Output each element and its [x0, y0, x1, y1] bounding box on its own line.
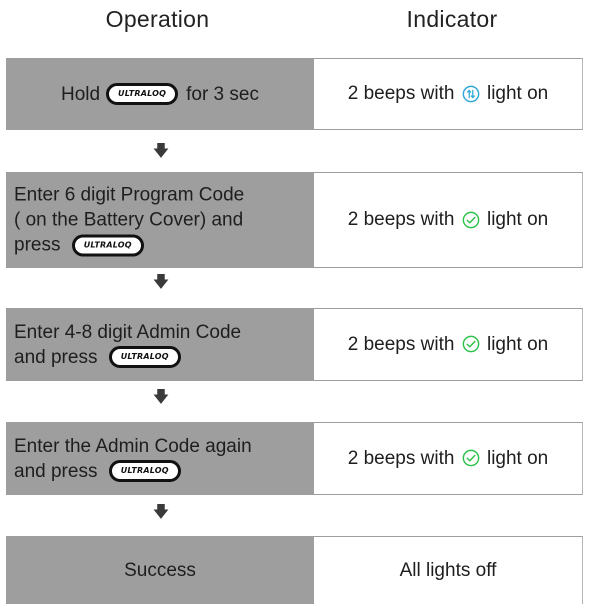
operation-line-2: ( on the Battery Cover) and [14, 209, 244, 231]
operation-cell: Enter 6 digit Program Code ( on the Batt… [6, 172, 314, 268]
indicator-text-suffix: light on [486, 447, 549, 469]
operation-text: Success [124, 559, 196, 581]
operation-text: Hold [61, 83, 101, 105]
indicator-cell: 2 beeps with light on [314, 308, 583, 381]
ultraloq-button-icon: ULTRALOQ [108, 346, 181, 369]
indicator-text-suffix: light on [486, 333, 549, 355]
operation-line-1: Enter 4-8 digit Admin Code [14, 321, 242, 343]
step-row-admin-code: Enter 4-8 digit Admin Code and press ULT… [6, 308, 583, 381]
step-row-program-code: Enter 6 digit Program Code ( on the Batt… [6, 172, 583, 268]
down-arrow-icon: 🡇 [152, 504, 170, 521]
operation-text-suffix: for 3 sec [186, 83, 259, 105]
ultraloq-button-icon: ULTRALOQ [106, 83, 179, 105]
operation-cell: Enter the Admin Code again and press ULT… [6, 422, 314, 495]
green-check-icon [462, 211, 480, 229]
table-header: Operation Indicator [0, 0, 589, 50]
step-row-success: Success All lights off [6, 536, 583, 604]
green-check-icon [462, 450, 480, 467]
ultraloq-button-icon: ULTRALOQ [71, 234, 144, 257]
down-arrow-icon: 🡇 [152, 274, 170, 291]
indicator-text: 2 beeps with [347, 333, 455, 355]
down-arrow-icon: 🡇 [152, 143, 170, 160]
ultraloq-button-icon: ULTRALOQ [108, 460, 181, 483]
indicator-text: 2 beeps with [347, 447, 455, 469]
operation-line-2: and press [14, 460, 98, 482]
indicator-text-suffix: light on [486, 209, 549, 230]
operation-column-header: Operation [105, 6, 210, 32]
indicator-cell: All lights off [314, 536, 583, 604]
blue-light-icon [462, 85, 480, 103]
operation-line-1: Enter 6 digit Program Code [14, 184, 245, 206]
operation-line-3: press [14, 234, 61, 256]
indicator-text: 2 beeps with [347, 83, 455, 104]
down-arrow-icon: 🡇 [152, 389, 170, 406]
operation-line-1: Enter the Admin Code again [14, 435, 252, 457]
indicator-cell: 2 beeps with light on [314, 172, 583, 268]
indicator-text: 2 beeps with [347, 209, 455, 230]
indicator-column-header: Indicator [406, 6, 498, 32]
step-row-hold: Hold ULTRALOQ for 3 sec 2 beeps with lig… [6, 58, 583, 130]
operation-cell: Enter 4-8 digit Admin Code and press ULT… [6, 308, 314, 381]
operation-line-2: and press [14, 346, 98, 368]
operation-cell: Success [6, 536, 314, 604]
indicator-cell: 2 beeps with light on [314, 422, 583, 495]
green-check-icon [462, 336, 480, 353]
indicator-cell: 2 beeps with light on [314, 58, 583, 130]
indicator-text-suffix: light on [486, 83, 549, 104]
operation-cell: Hold ULTRALOQ for 3 sec [6, 58, 314, 130]
step-row-confirm-admin-code: Enter the Admin Code again and press ULT… [6, 422, 583, 495]
indicator-text: All lights off [399, 559, 497, 581]
